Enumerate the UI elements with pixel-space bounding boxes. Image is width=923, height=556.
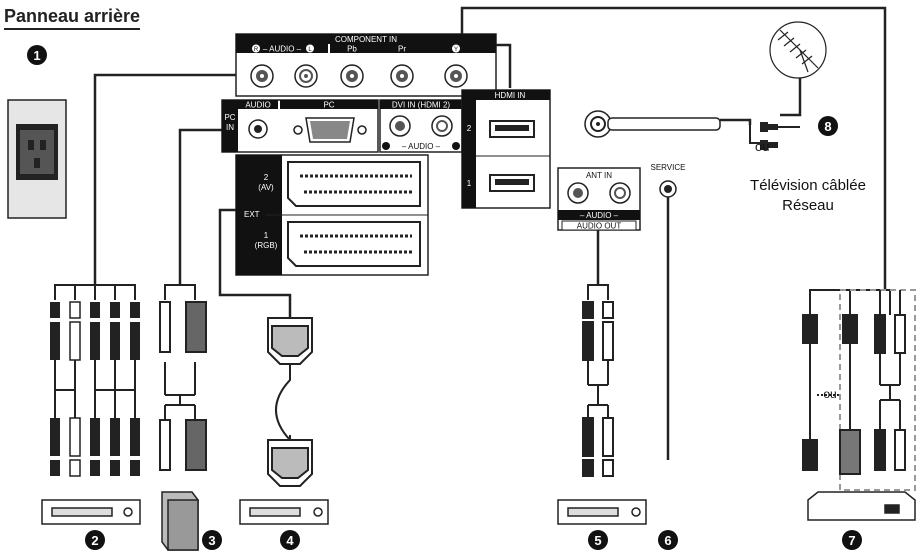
- hdmi-port-1[interactable]: [489, 174, 535, 192]
- coax-plug-bottom: [760, 140, 778, 150]
- callout-badge-2: 2: [85, 530, 105, 550]
- svg-text:2: 2: [467, 124, 472, 133]
- callout-badge-8: 8: [818, 116, 838, 136]
- svg-text:2: 2: [264, 173, 269, 182]
- callout-badge-3: 3: [202, 530, 222, 550]
- pc-tower-icon: [161, 491, 199, 551]
- component-in-panel: COMPONENT IN R – AUDIO – L Pb Pr Y: [235, 33, 497, 97]
- audio-out-label: AUDIO OUT: [577, 222, 622, 231]
- callout-badge-7: 7: [842, 530, 862, 550]
- svg-text:(AV): (AV): [258, 183, 274, 192]
- pb-label: Pb: [347, 45, 357, 54]
- y-glyph-icon: [452, 44, 460, 53]
- audio-pc-label: AUDIO: [245, 101, 270, 110]
- ext-scart-panel: EXT 2 (AV) 1 (RGB): [235, 154, 429, 276]
- page-title: Panneau arrière: [4, 6, 141, 30]
- dvd-device-icon: [239, 499, 329, 525]
- audio-rl-label: – AUDIO –: [263, 45, 302, 54]
- r-glyph-icon: [252, 44, 260, 53]
- rca-jack-audio-l[interactable]: [294, 64, 318, 88]
- svg-text:7: 7: [848, 533, 855, 548]
- svg-text:8: 8: [824, 119, 831, 134]
- callout-badge-4: 4: [280, 530, 300, 550]
- hdmi-dvi-cable-icon: [802, 289, 916, 491]
- svg-text:5: 5: [594, 533, 601, 548]
- l-glyph-icon: [306, 44, 314, 53]
- antenna-input-jack: [584, 110, 721, 138]
- component-in-label: COMPONENT IN: [335, 35, 397, 44]
- audio-out-cable-icon: [582, 284, 614, 477]
- rca-jack-y[interactable]: [444, 64, 468, 88]
- svg-text:(RGB): (RGB): [255, 241, 278, 250]
- svg-text:3: 3: [208, 533, 215, 548]
- svg-text:EXT: EXT: [244, 210, 260, 219]
- rca-jack-audio-out-r[interactable]: [567, 182, 589, 204]
- svg-text:1: 1: [467, 179, 472, 188]
- svg-text:2: 2: [91, 533, 98, 548]
- hdmi-port-2[interactable]: [489, 120, 535, 138]
- antenna-icon: [769, 21, 827, 79]
- svg-text:L: L: [308, 47, 312, 53]
- vcr-device-icon: [41, 499, 141, 525]
- svg-text:IN: IN: [226, 123, 234, 132]
- hdmi-in-label: HDMI IN: [495, 91, 526, 100]
- set-top-box-icon: [807, 491, 916, 521]
- svg-text:PC: PC: [224, 113, 235, 122]
- connection-lines: [93, 6, 887, 460]
- rca-jack-dvi-audio-r[interactable]: [389, 115, 411, 137]
- service-jack[interactable]: [659, 180, 677, 198]
- pc-cable-icon: [159, 284, 207, 471]
- vga-port[interactable]: [293, 117, 367, 143]
- pr-label: Pr: [398, 45, 406, 54]
- service-port: SERVICE: [651, 163, 686, 198]
- audio-device-icon: [557, 499, 647, 525]
- service-label: SERVICE: [651, 163, 686, 172]
- callout-badge-5: 5: [588, 530, 608, 550]
- scart-port-1[interactable]: [287, 221, 421, 267]
- svg-text:Y: Y: [454, 47, 458, 53]
- dvi-audio-label: – AUDIO –: [402, 142, 441, 151]
- dvi-in-label: DVI IN (HDMI 2): [392, 101, 451, 110]
- ant-in-label: ANT IN: [586, 171, 612, 180]
- component-cable-icon: [50, 284, 140, 477]
- rca-jack-audio-r[interactable]: [250, 64, 274, 88]
- rca-jack-pr[interactable]: [390, 64, 414, 88]
- rca-jack-pb[interactable]: [340, 64, 364, 88]
- r-glyph-icon: [382, 142, 390, 150]
- power-socket-icon: [7, 99, 67, 219]
- l-glyph-icon: [452, 142, 460, 150]
- cable-tv-label-line2: Réseau: [782, 197, 834, 214]
- svg-text:1: 1: [264, 231, 269, 240]
- pc-audio-jack[interactable]: [248, 119, 268, 139]
- rca-jack-dvi-audio-l[interactable]: [431, 115, 453, 137]
- scart-port-2[interactable]: [287, 161, 421, 207]
- svg-text:6: 6: [664, 533, 671, 548]
- dvi-audio-panel: DVI IN (HDMI 2) – AUDIO –: [379, 99, 463, 153]
- pc-label: PC: [323, 101, 334, 110]
- coax-plug-top: [760, 122, 778, 132]
- hdmi-panel: HDMI IN 2 1: [461, 89, 551, 209]
- callout-badge-1: 1: [27, 45, 47, 65]
- svg-text:1: 1: [33, 48, 40, 63]
- ou-label-top: ou: [755, 139, 769, 154]
- pc-panel: PC IN AUDIO PC: [221, 99, 379, 153]
- cable-tv-label-line1: Télévision câblée: [750, 177, 866, 194]
- callout-badge-6: 6: [658, 530, 678, 550]
- scart-cable-icon: [267, 317, 313, 487]
- ant-audio-out-panel: ANT IN – AUDIO – AUDIO OUT: [557, 167, 641, 231]
- svg-text:4: 4: [286, 533, 294, 548]
- svg-text:R: R: [254, 47, 259, 53]
- svg-text:– AUDIO –: – AUDIO –: [580, 211, 619, 220]
- ou-label-side: ou: [823, 387, 836, 401]
- rca-jack-audio-out-l[interactable]: [609, 182, 631, 204]
